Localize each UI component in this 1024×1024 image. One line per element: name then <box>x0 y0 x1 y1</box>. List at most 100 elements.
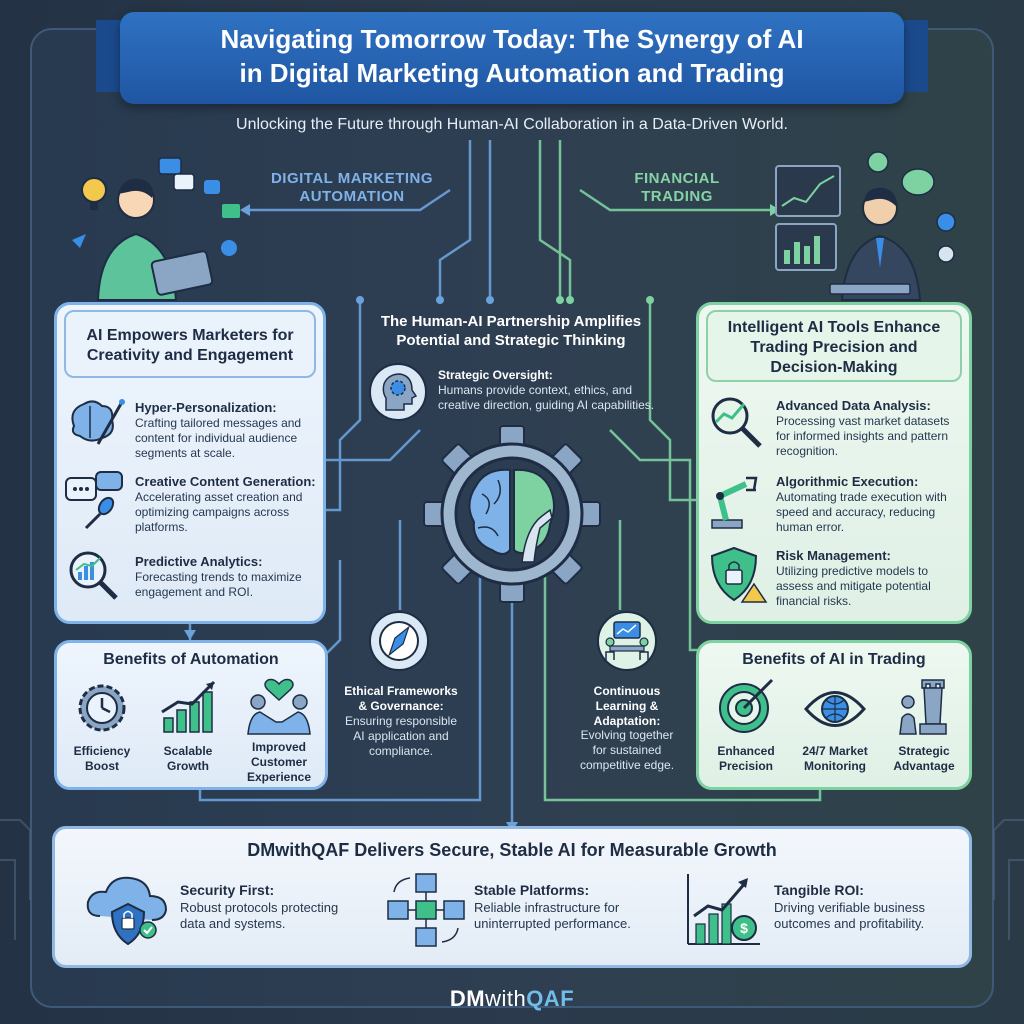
trading-panel-title-line-1: Intelligent AI Tools Enhance <box>727 319 941 336</box>
title-line-2: in Digital Marketing Automation and Trad… <box>239 58 785 88</box>
ae-line-1: Automating trade execution with <box>776 490 947 504</box>
network-cubes-icon <box>387 873 465 947</box>
eb-line-1: Efficiency <box>73 744 131 758</box>
sf-line-1: Robust protocols protecting <box>180 900 339 915</box>
dm-heading-line-2: AUTOMATION <box>299 188 405 205</box>
predictive-analytics-title: Predictive Analytics: <box>135 554 263 569</box>
pa-line-1: Forecasting trends to maximize <box>135 570 302 584</box>
algorithmic-execution-title: Algorithmic Execution: <box>776 474 919 489</box>
eb-line-2: Boost <box>85 759 119 773</box>
market-monitoring-label: 24/7 Market Monitoring <box>790 744 880 774</box>
ef-title-line-1: Ethical Frameworks <box>344 684 458 698</box>
ae-line-3: human error. <box>776 520 845 534</box>
cl-line-3: competitive edge. <box>579 758 675 772</box>
title-banner <box>120 12 904 104</box>
marketing-panel-title-line-2: Creativity and Engagement <box>86 347 294 364</box>
ep-line-2: Precision <box>718 759 774 773</box>
dm-heading-line-1: DIGITAL MARKETING <box>270 170 434 187</box>
ep-line-1: Enhanced <box>717 744 775 758</box>
mm-line-2: Monitoring <box>804 759 866 773</box>
logo-part-qaf: QAF <box>526 986 575 1011</box>
head-gear-icon <box>369 363 427 421</box>
sa-line-2: Advantage <box>893 759 955 773</box>
sp-line-2: uninterrupted performance. <box>474 916 631 931</box>
robot-arm-icon <box>711 476 758 529</box>
creative-content-title: Creative Content Generation: <box>135 474 316 489</box>
dmwithqaf-panel-title: DMwithQAF Delivers Secure, Stable AI for… <box>247 840 777 860</box>
risk-management-title: Risk Management: <box>776 548 891 563</box>
strategic-oversight-title: Strategic Oversight: <box>438 368 553 382</box>
sg-line-1: Scalable <box>163 744 213 758</box>
ada-line-2: for informed insights and pattern <box>776 429 949 443</box>
marketing-panel-title-line-1: AI Empowers Marketers for <box>86 327 294 344</box>
cl-title-line-2: Learning & <box>595 699 659 713</box>
ft-heading-line-1: FINANCIAL <box>634 170 720 187</box>
partnership-title: The Human-AI Partnership Amplifies Poten… <box>346 312 676 350</box>
trading-panel-title-line-2: Trading Precision and <box>750 339 918 356</box>
risk-management-desc: Utilizing predictive models to assess an… <box>776 564 966 609</box>
brain-robot-gear-icon <box>423 425 601 603</box>
tr-line-2: outcomes and profitability. <box>774 916 925 931</box>
stable-platforms-title: Stable Platforms: <box>474 882 590 898</box>
dmwithqaf-panel <box>52 826 972 968</box>
dmwithqaf-logo: DMwithQAF <box>400 986 624 1012</box>
cl-line-1: Evolving together <box>580 728 674 742</box>
trading-panel-title-line-3: Decision-Making <box>770 359 898 376</box>
ef-line-1: Ensuring responsible <box>344 714 458 728</box>
cl-title-line-1: Continuous <box>593 684 661 698</box>
chess-icon <box>899 679 947 735</box>
ethical-frameworks-title: Ethical Frameworks & Governance: <box>336 684 466 714</box>
improved-customer-experience-label: Improved Customer Experience <box>234 740 324 785</box>
ef-line-2: AI application and <box>353 729 449 743</box>
hyper-personalization-desc: Crafting tailored messages and content f… <box>135 416 320 461</box>
compass-icon <box>369 611 429 671</box>
ef-title-line-2: & Governance: <box>358 699 444 713</box>
stable-platforms-desc: Reliable infrastructure for uninterrupte… <box>474 900 674 932</box>
hp-line-1: Crafting tailored messages and <box>135 416 302 430</box>
cl-title-line-3: Adaptation: <box>593 714 661 728</box>
ethical-frameworks-desc: Ensuring responsible AI application and … <box>336 714 466 759</box>
page-subtitle: Unlocking the Future through Human-AI Co… <box>236 116 788 133</box>
marketing-panel-title: AI Empowers Marketers for Creativity and… <box>64 326 316 366</box>
so-line-1: Humans provide context, ethics, and <box>438 383 633 397</box>
algorithmic-execution-desc: Automating trade execution with speed an… <box>776 490 966 535</box>
roi-chart-icon: $ <box>687 874 760 945</box>
digital-marketing-heading: DIGITAL MARKETING AUTOMATION <box>262 170 442 206</box>
tr-line-1: Driving verifiable business <box>774 900 926 915</box>
hp-line-3: segments at scale. <box>135 446 236 460</box>
automation-benefits-title: Benefits of Automation <box>103 651 279 668</box>
clock-gear-icon <box>78 684 126 732</box>
ada-line-1: Processing vast market datasets <box>776 414 950 428</box>
cc-line-1: Accelerating asset creation and <box>135 490 303 504</box>
learning-meeting-icon <box>597 611 657 671</box>
strategic-oversight-desc: Humans provide context, ethics, and crea… <box>438 383 698 413</box>
efficiency-boost-label: Efficiency Boost <box>62 744 142 774</box>
ef-line-3: compliance. <box>368 744 434 758</box>
ada-line-3: recognition. <box>776 444 839 458</box>
enhanced-precision-label: Enhanced Precision <box>704 744 788 774</box>
svg-text:$: $ <box>740 920 748 936</box>
cc-line-3: platforms. <box>135 520 188 534</box>
growth-chart-icon <box>161 680 216 733</box>
target-icon <box>719 678 774 733</box>
ice-line-3: Experience <box>246 770 312 784</box>
creative-content-desc: Accelerating asset creation and optimizi… <box>135 490 320 535</box>
security-first-desc: Robust protocols protecting data and sys… <box>180 900 370 932</box>
predictive-analytics-desc: Forecasting trends to maximize engagemen… <box>135 570 320 600</box>
mm-line-1: 24/7 Market <box>802 744 868 758</box>
ae-line-2: speed and accuracy, reducing <box>776 505 936 519</box>
brain-brush-icon <box>71 399 125 445</box>
marketer-illustration-icon <box>72 157 240 301</box>
so-line-2: creative direction, guiding AI capabilit… <box>438 398 655 412</box>
strategic-advantage-label: Strategic Advantage <box>882 744 966 774</box>
cloud-lock-icon <box>86 876 168 946</box>
partnership-title-line-1: The Human-AI Partnership Amplifies <box>380 313 642 330</box>
pa-line-2: engagement and ROI. <box>135 585 254 599</box>
chat-microphone-icon <box>65 471 123 530</box>
title-line-1: Navigating Tomorrow Today: The Synergy o… <box>220 24 804 54</box>
advanced-data-analysis-desc: Processing vast market datasets for info… <box>776 414 966 459</box>
financial-trading-heading: FINANCIAL TRADING <box>612 170 742 206</box>
cl-line-2: for sustained <box>592 743 662 757</box>
trader-illustration-icon <box>775 151 956 301</box>
tangible-roi-desc: Driving verifiable business outcomes and… <box>774 900 964 932</box>
